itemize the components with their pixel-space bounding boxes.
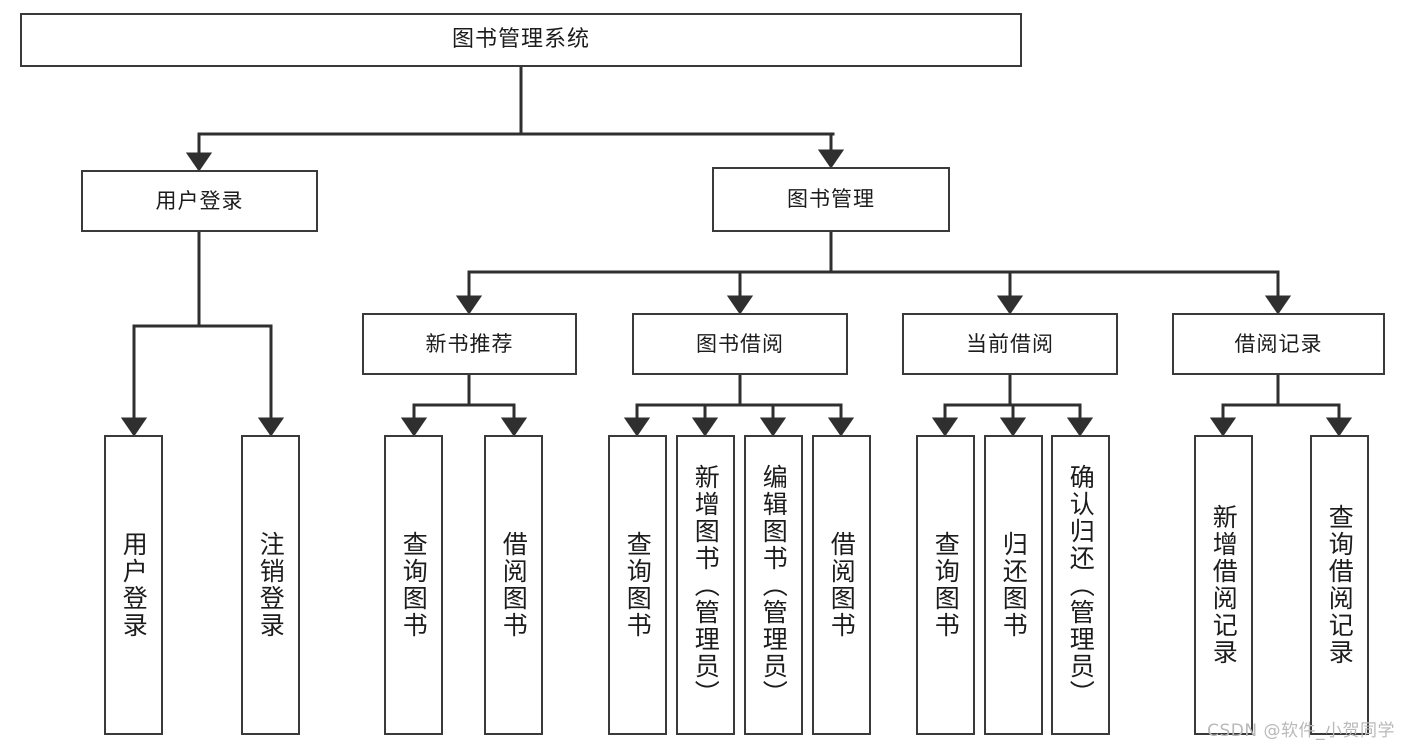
- node-user-login[interactable]: 用户登录: [81, 170, 318, 232]
- node-new-book-rec[interactable]: 新书推荐: [362, 313, 577, 375]
- node-leaf-borrow-book-1-label: 借阅图书: [499, 531, 529, 639]
- node-leaf-confirm-return[interactable]: 确认归还（管理员）: [1051, 435, 1110, 735]
- node-book-borrow[interactable]: 图书借阅: [632, 313, 848, 375]
- node-leaf-logout[interactable]: 注销登录: [241, 435, 300, 735]
- node-leaf-add-record[interactable]: 新增借阅记录: [1194, 435, 1253, 735]
- node-root-label: 图书管理系统: [451, 27, 590, 52]
- node-leaf-edit-book-label: 编辑图书（管理员）: [759, 463, 789, 707]
- node-leaf-query-book-1[interactable]: 查询图书: [384, 435, 443, 735]
- node-leaf-query-book-2-label: 查询图书: [623, 531, 653, 639]
- node-leaf-user-login[interactable]: 用户登录: [104, 435, 163, 735]
- node-user-login-label: 用户登录: [155, 188, 244, 213]
- node-book-borrow-label: 图书借阅: [696, 331, 784, 356]
- node-leaf-return-book[interactable]: 归还图书: [984, 435, 1043, 735]
- node-leaf-query-book-1-label: 查询图书: [399, 531, 429, 639]
- node-leaf-query-book-3-label: 查询图书: [931, 531, 961, 639]
- node-leaf-borrow-book-1[interactable]: 借阅图书: [484, 435, 543, 735]
- node-new-book-rec-label: 新书推荐: [425, 331, 514, 356]
- node-leaf-query-book-2[interactable]: 查询图书: [608, 435, 667, 735]
- node-leaf-add-book-label: 新增图书（管理员）: [691, 463, 721, 707]
- node-book-manage[interactable]: 图书管理: [712, 167, 950, 232]
- node-leaf-add-book[interactable]: 新增图书（管理员）: [676, 435, 735, 735]
- node-current-borrow-label: 当前借阅: [966, 331, 1054, 356]
- node-borrow-record-label: 借阅记录: [1234, 331, 1323, 356]
- node-book-manage-label: 图书管理: [787, 187, 875, 211]
- node-current-borrow[interactable]: 当前借阅: [902, 313, 1118, 375]
- node-leaf-query-record-label: 查询借阅记录: [1325, 504, 1355, 666]
- node-leaf-edit-book[interactable]: 编辑图书（管理员）: [744, 435, 803, 735]
- node-borrow-record[interactable]: 借阅记录: [1172, 313, 1385, 375]
- node-leaf-return-book-label: 归还图书: [999, 531, 1029, 639]
- node-leaf-logout-label: 注销登录: [256, 531, 286, 639]
- node-leaf-user-login-label: 用户登录: [119, 531, 149, 639]
- node-leaf-query-record[interactable]: 查询借阅记录: [1310, 435, 1369, 735]
- node-leaf-borrow-book-2-label: 借阅图书: [827, 531, 857, 639]
- node-leaf-add-record-label: 新增借阅记录: [1209, 504, 1239, 666]
- node-leaf-query-book-3[interactable]: 查询图书: [916, 435, 975, 735]
- node-leaf-borrow-book-2[interactable]: 借阅图书: [812, 435, 871, 735]
- node-root[interactable]: 图书管理系统: [20, 13, 1022, 67]
- node-leaf-confirm-return-label: 确认归还（管理员）: [1066, 463, 1096, 707]
